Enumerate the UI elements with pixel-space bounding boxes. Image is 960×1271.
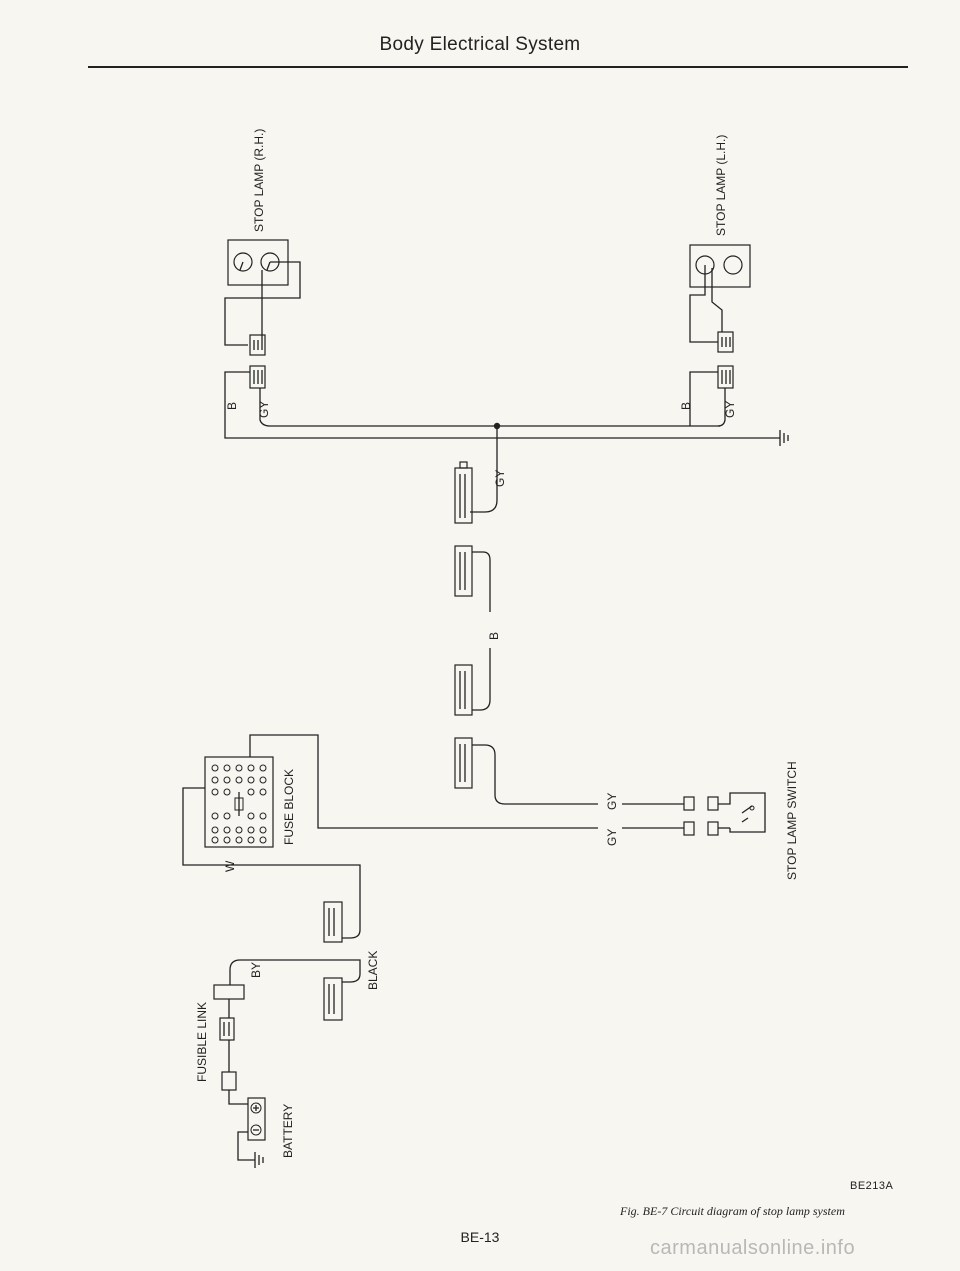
wire-label-gy-rh: GY bbox=[257, 401, 271, 418]
connector-lh-lower bbox=[717, 365, 734, 389]
connector-center-2 bbox=[454, 545, 473, 597]
connector-lh-upper bbox=[717, 331, 734, 353]
black-connector bbox=[323, 901, 343, 1021]
ground-symbol-rear bbox=[779, 430, 789, 446]
wire-label-gy-switch-lower: GY bbox=[605, 829, 619, 846]
wire-label-gy-switch-upper: GY bbox=[605, 793, 619, 810]
figure-caption: Fig. BE-7 Circuit diagram of stop lamp s… bbox=[620, 1204, 845, 1218]
wire-label-w: W bbox=[223, 860, 237, 872]
watermark: carmanualsonline.info bbox=[650, 1237, 856, 1259]
battery-label: BATTERY bbox=[281, 1104, 295, 1158]
stop-lamp-lh-label: STOP LAMP (L.H.) bbox=[714, 135, 728, 236]
wire-label-gy-lh: GY bbox=[723, 401, 737, 418]
fusible-link-label: FUSIBLE LINK bbox=[195, 1002, 209, 1082]
wire-label-b-lh: B bbox=[679, 402, 693, 410]
wire-label-b-rh: B bbox=[225, 402, 239, 410]
black-connector-label: BLACK bbox=[366, 951, 380, 990]
connector-center-3 bbox=[454, 664, 473, 716]
header-rule bbox=[88, 66, 908, 68]
fuse-block bbox=[204, 756, 274, 848]
battery bbox=[221, 1071, 266, 1141]
wire-label-b-center: B bbox=[487, 632, 501, 640]
connector-center-4 bbox=[454, 737, 473, 789]
figure-ref-code: BE213A bbox=[850, 1180, 894, 1192]
stop-lamp-rh-label: STOP LAMP (R.H.) bbox=[252, 129, 266, 232]
stop-lamp-lh bbox=[689, 244, 751, 288]
fuse-block-label: FUSE BLOCK bbox=[282, 769, 296, 845]
page-title: Body Electrical System bbox=[379, 34, 581, 55]
wire-label-gy-center: GY bbox=[493, 470, 507, 487]
connector-rh-upper bbox=[249, 334, 266, 356]
ground-symbol-battery bbox=[254, 1152, 264, 1168]
stop-lamp-switch bbox=[683, 821, 719, 836]
connector-center-1 bbox=[454, 461, 473, 524]
stop-lamp-switch-label: STOP LAMP SWITCH bbox=[785, 761, 799, 880]
page-number: BE-13 bbox=[460, 1229, 500, 1245]
wire-label-by: BY bbox=[249, 962, 263, 978]
connector-rh-lower bbox=[249, 365, 266, 389]
